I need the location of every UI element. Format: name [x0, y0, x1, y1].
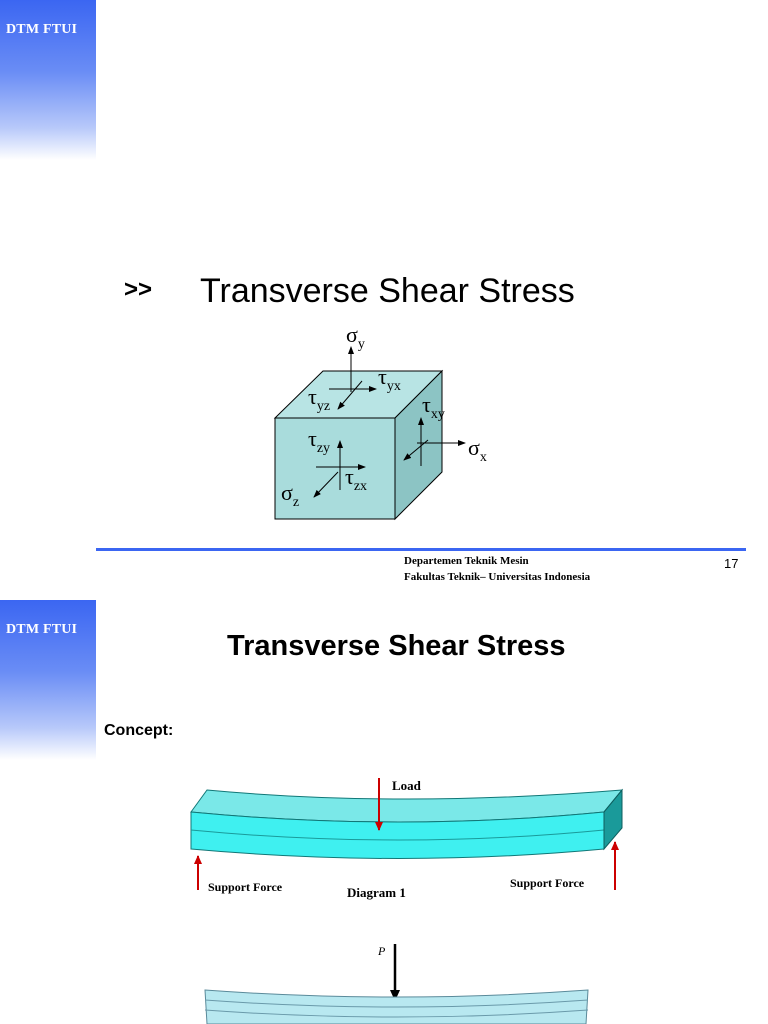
bullet-marker: >>: [124, 276, 153, 303]
support-label-right: Support Force: [510, 876, 585, 890]
page-number: 17: [724, 556, 739, 571]
load-label: Load: [392, 778, 422, 793]
tau-yz-arrow: [337, 380, 363, 410]
brand-sidebar: DTM FTUI: [0, 0, 96, 160]
slide-title: Transverse Shear Stress: [200, 272, 575, 310]
diagram-caption: Diagram 1: [347, 885, 406, 900]
concept-heading: Concept:: [104, 722, 174, 739]
slide-18: DTM FTUI Transverse Shear Stress Concept…: [0, 600, 768, 1024]
sigma-z-arrow: [313, 471, 339, 498]
beam-mid-line: [190, 829, 605, 841]
brand-label: DTM FTUI: [6, 22, 78, 37]
beam2-layer-1: [204, 999, 589, 1008]
beam2-layer-2: [204, 1009, 589, 1018]
p-label: P: [377, 944, 386, 958]
tau-zx-label: τzx: [345, 464, 367, 494]
slide-17: DTM FTUI >> Transverse Shear Stress σy τ…: [0, 0, 746, 583]
sigma-x-label: σx: [468, 435, 487, 465]
sigma-y-label: σy: [346, 322, 365, 352]
tau-xz-arrow: [403, 439, 429, 461]
footer-department: Departemen Teknik Mesin: [404, 555, 529, 567]
tau-zy-label: τzy: [308, 426, 330, 456]
beam-diagram: Load Support Force Support Force Diagram…: [190, 778, 624, 1024]
brand-sidebar: DTM FTUI: [0, 600, 96, 760]
tau-yx-label: τyx: [378, 364, 401, 394]
sigma-z-label: σz: [281, 480, 299, 510]
footer-faculty: Fakultas Teknik– Universitas Indonesia: [404, 571, 591, 583]
tau-xy-label: τxy: [422, 392, 445, 422]
stress-cube-diagram: σy τyx τyz τxy σx τzy τzx σz: [273, 322, 487, 521]
beam-end-face: [603, 788, 623, 851]
cube-front-face: [274, 417, 396, 520]
support-label-left: Support Force: [208, 880, 283, 894]
tau-yz-label: τyz: [308, 384, 330, 414]
brand-label: DTM FTUI: [6, 622, 78, 637]
slide-title: Transverse Shear Stress: [227, 630, 566, 662]
footer-divider: [96, 548, 746, 551]
